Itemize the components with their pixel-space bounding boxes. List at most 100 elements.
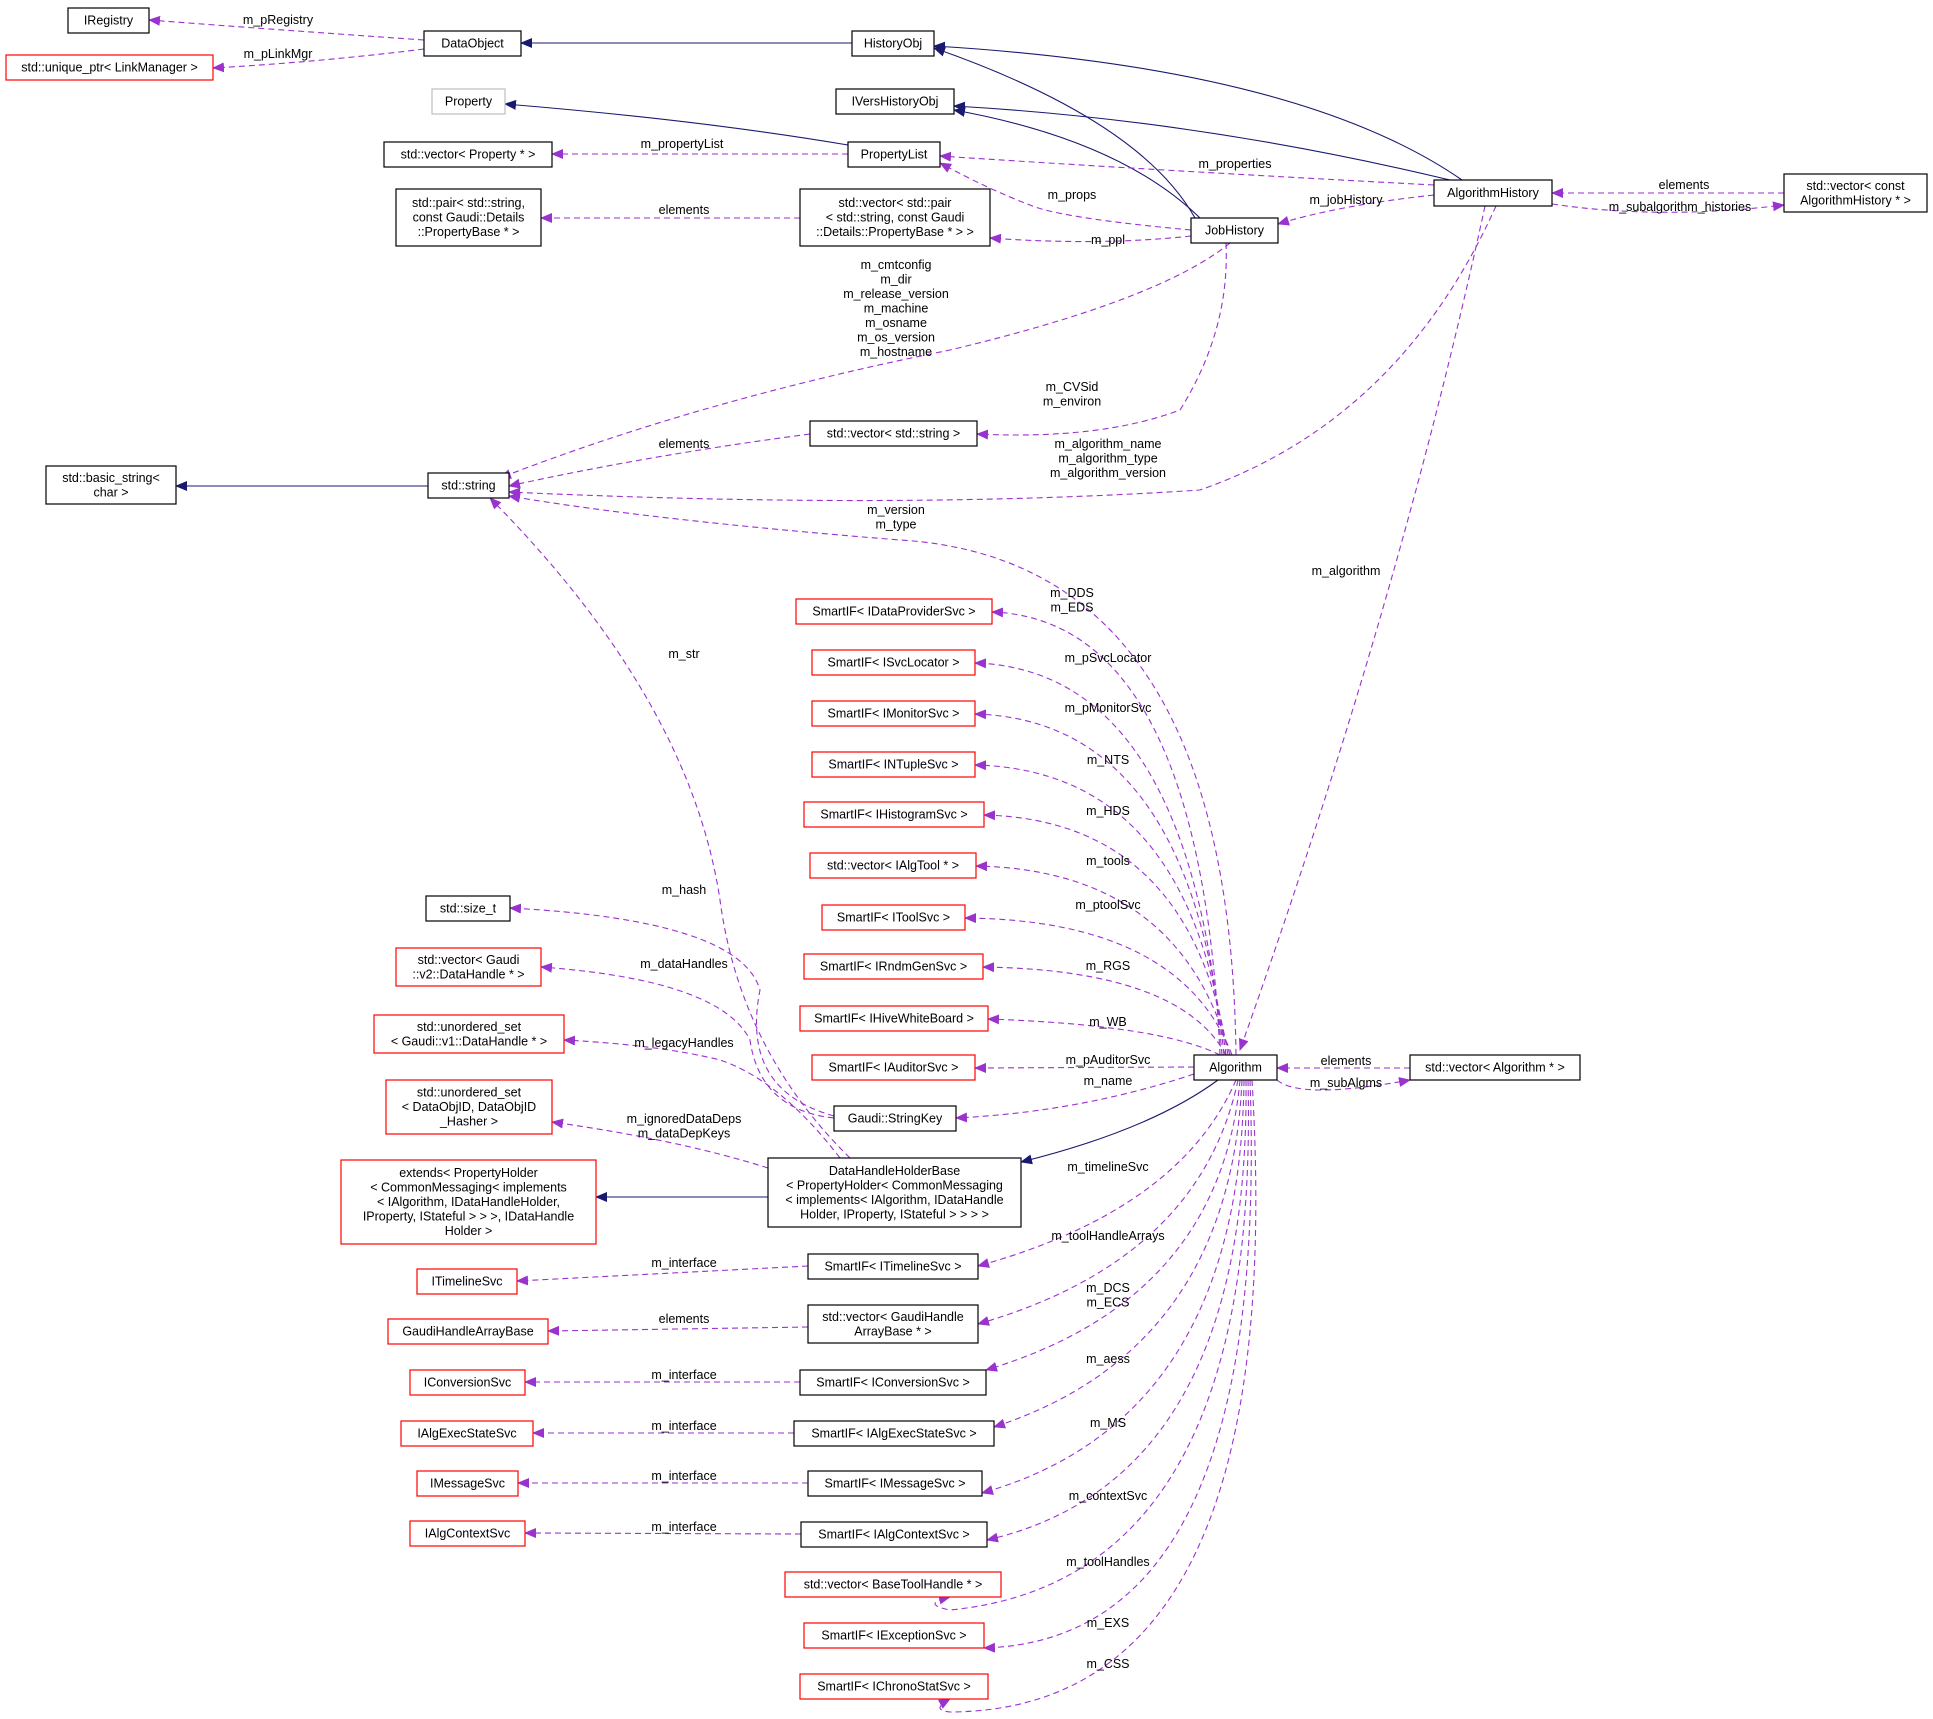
node-iconv[interactable]: IConversionSvc (409, 1369, 526, 1396)
node-sm_aes[interactable]: SmartIF< IAlgExecStateSvc > (793, 1420, 995, 1447)
usage-edge (987, 1014, 1221, 1056)
node-label-line: SmartIF< INTupleSvc > (828, 758, 958, 772)
node-exc[interactable]: SmartIF< IExceptionSvc > (803, 1622, 985, 1649)
usage-edge (509, 903, 835, 1117)
node-box (807, 1253, 979, 1280)
node-unique_ptr[interactable]: std::unique_ptr< LinkManager > (5, 54, 214, 81)
node-auditor[interactable]: SmartIF< IAuditorSvc > (811, 1054, 976, 1081)
usage-edge (508, 205, 1497, 502)
node-uset_doid[interactable]: std::unordered_set< DataObjID, DataObjID… (385, 1079, 553, 1135)
edge-label-line: m_algorithm (1312, 564, 1381, 578)
node-iversh[interactable]: IVersHistoryObj (835, 88, 955, 115)
node-iaes[interactable]: IAlgExecStateSvc (400, 1420, 534, 1447)
node-box (807, 1304, 979, 1344)
node-sm_conv[interactable]: SmartIF< IConversionSvc > (799, 1369, 987, 1396)
node-label: Gaudi::StringKey (848, 1112, 943, 1126)
node-ntuple[interactable]: SmartIF< INTupleSvc > (811, 751, 976, 778)
edge-label-line: m_interface (651, 1368, 716, 1382)
node-algorithm[interactable]: Algorithm (1193, 1054, 1278, 1081)
node-vec_dh[interactable]: std::vector< Gaudi::v2::DataHandle * > (395, 947, 542, 987)
node-historyobj[interactable]: HistoryObj (851, 30, 935, 57)
node-label: DataObject (441, 37, 504, 51)
node-dps[interactable]: SmartIF< IDataProviderSvc > (795, 598, 993, 625)
usage-edge (981, 1079, 1245, 1495)
node-vec_pair[interactable]: std::vector< std::pair< std::string, con… (799, 188, 991, 247)
node-box (809, 420, 978, 447)
node-dataobject[interactable]: DataObject (423, 30, 522, 57)
node-label-line: std::vector< const (1806, 179, 1905, 193)
node-histo[interactable]: SmartIF< IHistogramSvc > (803, 801, 985, 828)
node-box (423, 30, 522, 57)
node-label: SmartIF< IAlgExecStateSvc > (811, 1427, 976, 1441)
node-monsvc[interactable]: SmartIF< IMonitorSvc > (811, 700, 976, 727)
edge-label-line: m_tools (1086, 854, 1130, 868)
node-property[interactable]: Property (431, 88, 506, 115)
edge-label-line: m_machine (864, 302, 929, 316)
node-uset_dh[interactable]: std::unordered_set< Gaudi::v1::DataHandl… (373, 1014, 565, 1054)
inheritance-edge (504, 99, 849, 146)
node-svcloc[interactable]: SmartIF< ISvcLocator > (811, 649, 976, 676)
node-label: HistoryObj (864, 37, 922, 51)
node-sm_msg[interactable]: SmartIF< IMessageSvc > (807, 1470, 983, 1497)
node-toolsvc[interactable]: SmartIF< IToolSvc > (821, 904, 966, 931)
node-algtool[interactable]: std::vector< IAlgTool * > (809, 852, 977, 879)
node-box (799, 1369, 987, 1396)
node-vec_string[interactable]: std::vector< std::string > (809, 420, 978, 447)
node-label-line: GaudiHandleArrayBase (402, 1325, 533, 1339)
node-label-line: SmartIF< IChronoStatSvc > (817, 1680, 971, 1694)
node-label-line: AlgorithmHistory * > (1800, 193, 1911, 207)
node-label: std::vector< std::pair< std::string, con… (816, 196, 974, 239)
node-stringkey[interactable]: Gaudi::StringKey (833, 1105, 957, 1132)
node-imsg[interactable]: IMessageSvc (416, 1470, 519, 1497)
node-sm_ctx[interactable]: SmartIF< IAlgContextSvc > (800, 1521, 988, 1548)
edge-label-line: m_timelineSvc (1067, 1160, 1148, 1174)
node-box (835, 88, 955, 115)
node-label-line: std::vector< Property * > (401, 148, 536, 162)
node-algorithmhistory[interactable]: AlgorithmHistory (1433, 179, 1553, 207)
node-dhhb[interactable]: DataHandleHolderBase< PropertyHolder< Co… (767, 1157, 1022, 1228)
edge-label-line: m_propertyList (641, 137, 724, 151)
node-itimeline[interactable]: ITimelineSvc (416, 1268, 518, 1295)
node-label-line: SmartIF< IMonitorSvc > (828, 707, 960, 721)
usage-edge (939, 151, 1435, 186)
node-chrono[interactable]: SmartIF< IChronoStatSvc > (799, 1673, 989, 1700)
node-size_t[interactable]: std::size_t (425, 895, 511, 922)
node-string[interactable]: std::string (427, 472, 510, 499)
node-label-line: std::basic_string< (62, 471, 160, 485)
node-gharray[interactable]: GaudiHandleArrayBase (387, 1318, 549, 1345)
edge-label-line: m_hash (662, 883, 707, 897)
node-vec_prop[interactable]: std::vector< Property * > (383, 141, 553, 168)
node-propertylist[interactable]: PropertyList (847, 141, 941, 168)
node-box (1190, 217, 1279, 244)
node-label-line: JobHistory (1205, 224, 1265, 238)
node-label-line: SmartIF< IToolSvc > (837, 911, 950, 925)
node-label: SmartIF< IMonitorSvc > (828, 707, 960, 721)
node-jobhistory[interactable]: JobHistory (1190, 217, 1279, 244)
edge-label-line: m_release_version (843, 287, 949, 301)
usage-edge (939, 162, 1192, 231)
node-label-line: IAlgContextSvc (425, 1527, 510, 1541)
node-hive[interactable]: SmartIF< IHiveWhiteBoard > (799, 1005, 989, 1032)
node-vec_alg[interactable]: std::vector< Algorithm * > (1409, 1054, 1581, 1081)
node-basetool[interactable]: std::vector< BaseToolHandle * > (784, 1571, 1002, 1598)
inheritance-edge (1020, 1079, 1219, 1165)
node-label: std::vector< Algorithm * > (1425, 1061, 1565, 1075)
node-sm_timeline[interactable]: SmartIF< ITimelineSvc > (807, 1253, 979, 1280)
edge-label-m_properties: m_properties (1199, 157, 1272, 171)
node-label-line: std::vector< GaudiHandle (822, 1310, 963, 1324)
node-pair[interactable]: std::pair< std::string,const Gaudi::Deta… (395, 188, 542, 247)
node-label: std::unique_ptr< LinkManager > (21, 61, 198, 75)
edge-label-line: m_contextSvc (1069, 1489, 1148, 1503)
node-iregistry[interactable]: IRegistry (67, 7, 150, 34)
node-extends[interactable]: extends< PropertyHolder< CommonMessaging… (340, 1159, 597, 1245)
node-box (1193, 1054, 1278, 1081)
node-ictx[interactable]: IAlgContextSvc (409, 1520, 526, 1547)
node-rndm[interactable]: SmartIF< IRndmGenSvc > (803, 953, 984, 980)
node-box (340, 1159, 597, 1245)
usage-edge (991, 607, 1221, 1056)
inheritance-edge (953, 107, 1201, 219)
node-box (821, 904, 966, 931)
node-basic_string[interactable]: std::basic_string<char > (45, 465, 177, 505)
